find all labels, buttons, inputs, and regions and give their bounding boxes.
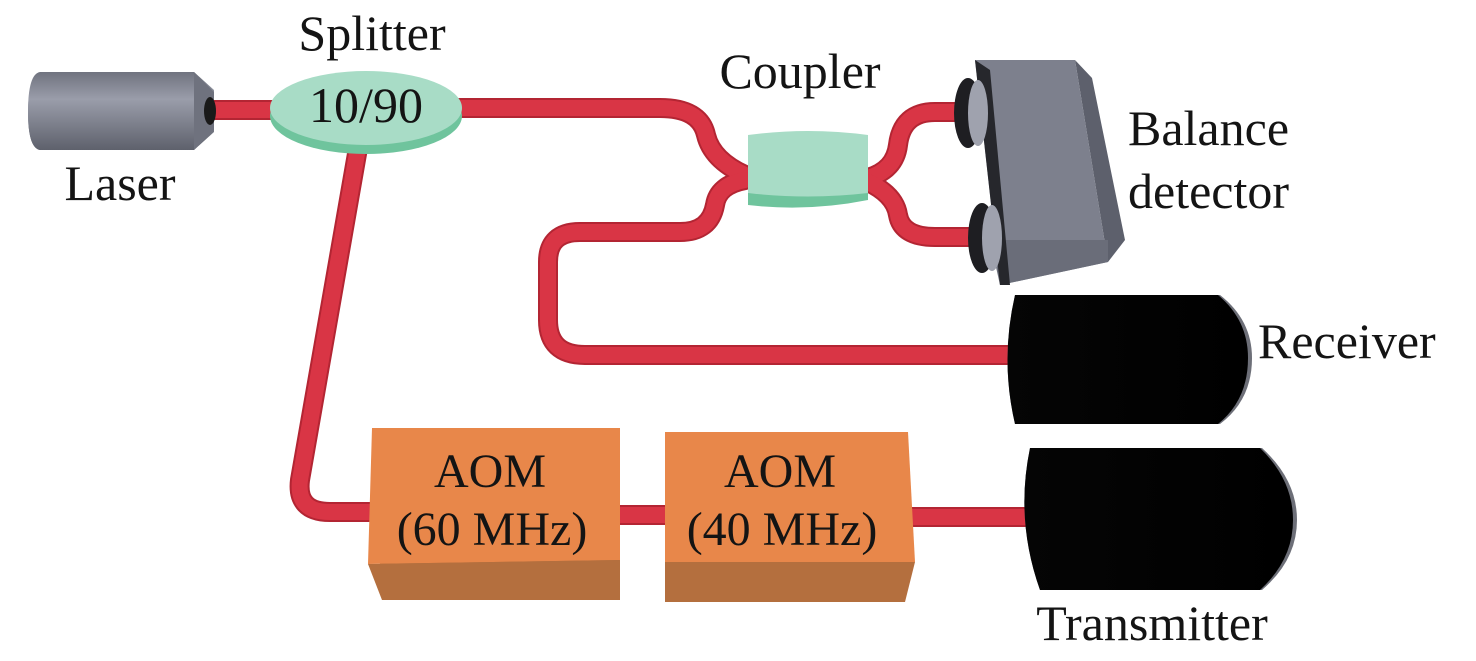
laser [28, 72, 216, 150]
fibers [198, 98, 1050, 527]
detector-port-top [954, 78, 988, 148]
transmitter-label: Transmitter [1036, 595, 1268, 651]
receiver-label: Receiver [1258, 313, 1436, 369]
splitter-ratio: 10/90 [309, 77, 423, 133]
laser-label: Laser [64, 155, 175, 211]
balance-detector [954, 60, 1125, 285]
balance-detector-label-line1: Balance [1128, 100, 1289, 156]
detector-port-bottom [968, 203, 1002, 273]
coupler-label: Coupler [719, 43, 880, 99]
transmitter [1024, 448, 1297, 590]
receiver [1007, 295, 1252, 424]
splitter-label: Splitter [298, 5, 446, 61]
balance-detector-label-line2: detector [1128, 163, 1289, 219]
aom-40mhz [665, 432, 915, 602]
aom-40mhz-label-line1: AOM [724, 445, 836, 498]
aom-60mhz [368, 428, 620, 600]
coupler [748, 131, 868, 208]
splitter [270, 71, 462, 154]
aom-40mhz-label-line2: (40 MHz) [687, 503, 878, 556]
aom-60mhz-label-line2: (60 MHz) [397, 503, 588, 556]
aom-60mhz-label-line1: AOM [434, 445, 546, 498]
